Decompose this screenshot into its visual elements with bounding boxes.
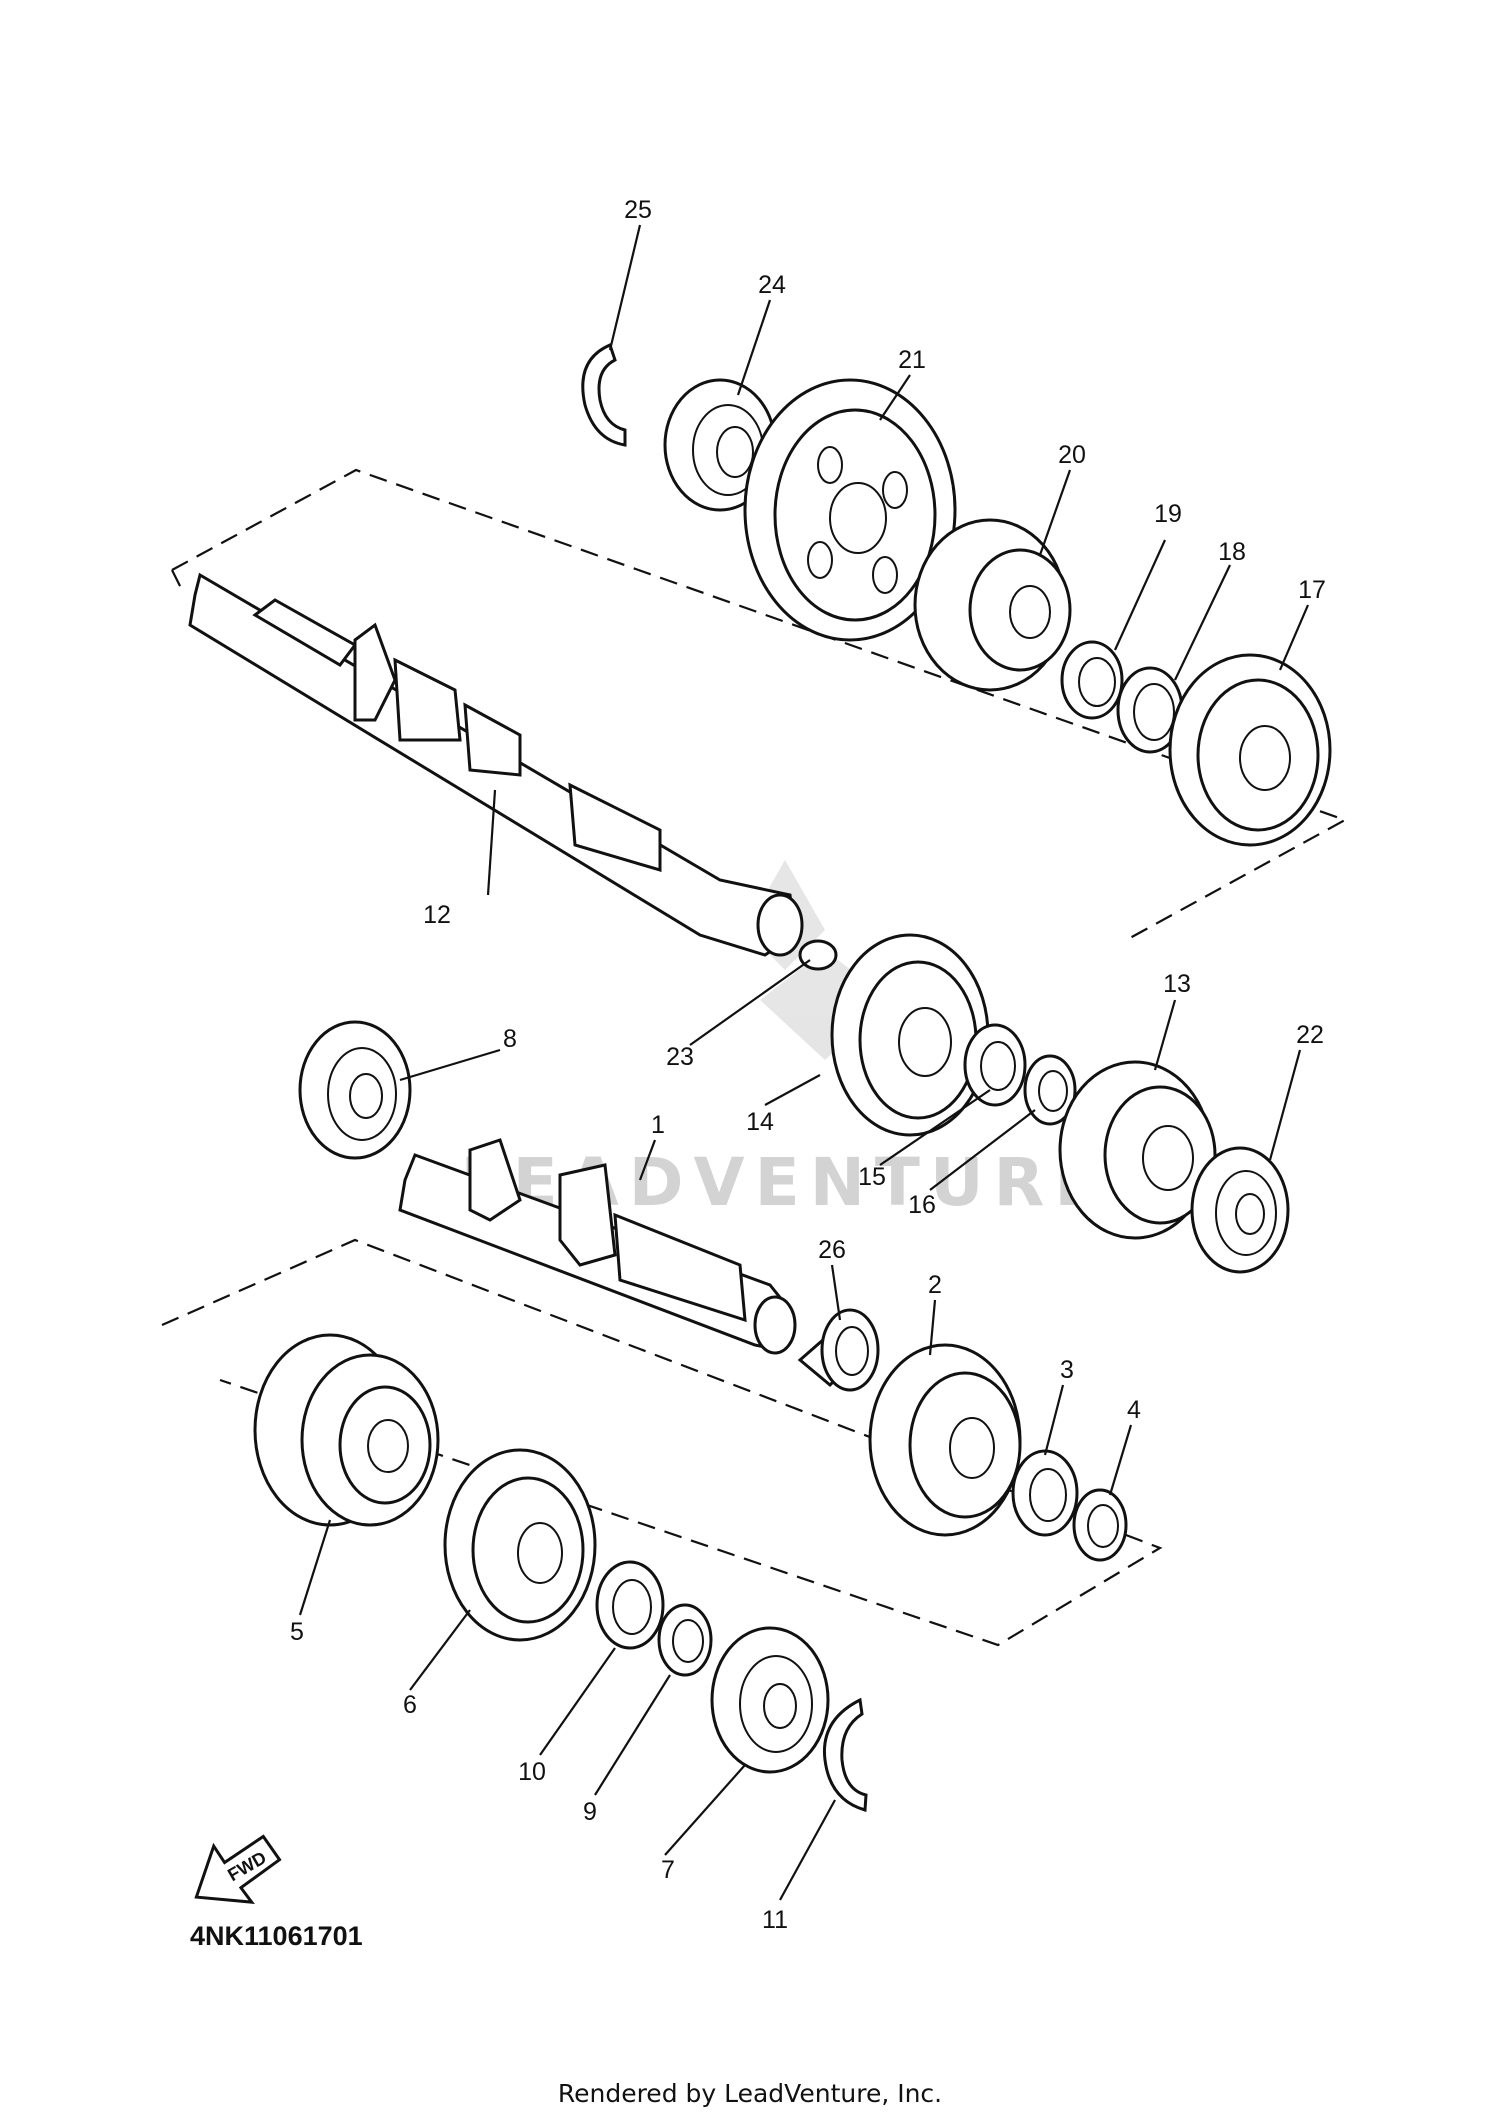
callout-18: 18 xyxy=(1218,538,1246,566)
leader-lines xyxy=(298,224,1310,1901)
callout-10: 10 xyxy=(518,1758,546,1786)
callout-15: 15 xyxy=(858,1163,886,1191)
circlip-9 xyxy=(657,1603,713,1677)
circlip-16 xyxy=(1023,1054,1077,1126)
callout-22: 22 xyxy=(1296,1021,1324,1049)
gear-14 xyxy=(830,933,990,1137)
fwd-arrow-icon: FWD xyxy=(194,1834,282,1904)
gear-2 xyxy=(868,1343,1022,1537)
bearing-7 xyxy=(710,1626,830,1774)
callout-6: 6 xyxy=(403,1691,417,1719)
callout-17: 17 xyxy=(1298,576,1326,604)
callout-3: 3 xyxy=(1060,1356,1074,1384)
main-axle xyxy=(188,572,804,957)
upper-assembly-box xyxy=(171,468,1348,939)
washer-10 xyxy=(595,1560,665,1650)
circlip-19 xyxy=(1060,640,1124,720)
callout-19: 19 xyxy=(1154,500,1182,528)
lower-assembly-box xyxy=(161,1238,1163,1647)
bushing-23 xyxy=(798,939,838,971)
callout-12: 12 xyxy=(423,901,451,929)
washer-15 xyxy=(963,1023,1027,1107)
callout-25: 25 xyxy=(624,196,652,224)
footer-credit: Rendered by LeadVenture, Inc. xyxy=(558,2079,942,2108)
callout-11: 11 xyxy=(762,1906,788,1934)
callout-9: 9 xyxy=(583,1798,597,1826)
part-labels: 25 24 21 20 19 18 17 12 23 14 13 22 8 1 … xyxy=(290,196,1326,1934)
gear-13 xyxy=(1058,1060,1217,1240)
callout-5: 5 xyxy=(290,1618,304,1646)
callout-16: 16 xyxy=(908,1191,936,1219)
gear-21 xyxy=(743,378,957,642)
bushing-26 xyxy=(797,1308,880,1392)
callout-13: 13 xyxy=(1163,970,1191,998)
callout-23: 23 xyxy=(666,1043,694,1071)
circlip-11 xyxy=(822,1697,868,1812)
callout-21: 21 xyxy=(898,346,926,374)
gear-5 xyxy=(253,1333,440,1527)
gear-20 xyxy=(913,518,1072,692)
drive-axle xyxy=(398,1138,797,1355)
bearing-22 xyxy=(1190,1146,1290,1274)
callout-7: 7 xyxy=(661,1856,675,1884)
bearing-8 xyxy=(298,1020,412,1160)
circlip-25 xyxy=(581,342,627,447)
washer-3 xyxy=(1011,1449,1079,1537)
gear-17 xyxy=(1168,653,1332,847)
callout-24: 24 xyxy=(758,271,786,299)
callout-20: 20 xyxy=(1058,441,1086,469)
callout-14: 14 xyxy=(746,1108,774,1136)
circlip-4 xyxy=(1072,1488,1128,1562)
callout-2: 2 xyxy=(928,1271,942,1299)
callout-8: 8 xyxy=(503,1025,517,1053)
callout-4: 4 xyxy=(1127,1396,1141,1424)
diagram-code: 4NK11061701 xyxy=(190,1921,363,1951)
callout-1: 1 xyxy=(651,1111,665,1139)
callout-26: 26 xyxy=(818,1236,846,1264)
gear-6 xyxy=(443,1448,597,1642)
